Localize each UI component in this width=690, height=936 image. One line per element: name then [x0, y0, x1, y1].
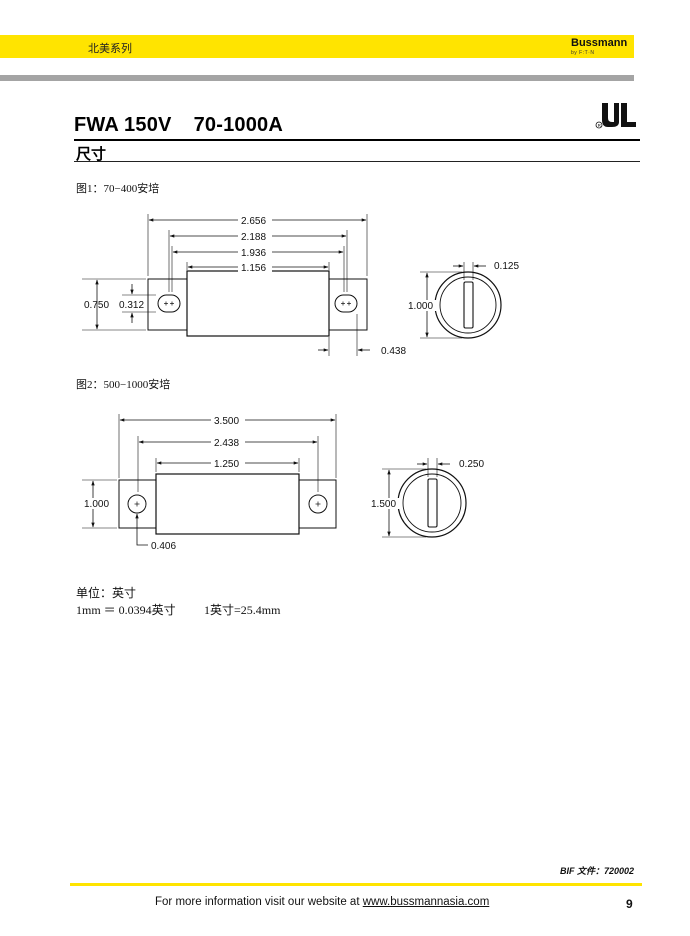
fig2-end-slot — [427, 478, 438, 528]
fig1-dim-2656: 2.656 — [241, 216, 266, 227]
title-rule — [74, 139, 640, 141]
fig2-fuse-body — [155, 473, 300, 535]
fig2-dim-3500: 3.500 — [214, 416, 239, 427]
fig2-left-hole — [127, 494, 147, 514]
svg-text:R: R — [598, 123, 602, 128]
fig2-dim-1500: 1.500 — [371, 499, 396, 510]
fig2-left-tab — [118, 479, 157, 529]
figure2-drawing — [82, 414, 467, 546]
series-label: 北美系列 — [88, 43, 132, 55]
fig1-dim-1000: 1.000 — [408, 301, 433, 312]
fig1-end-slot — [463, 281, 474, 329]
website-link[interactable]: www.bussmannasia.com — [362, 896, 490, 908]
fig2-dim-0250: 0.250 — [459, 459, 484, 470]
fig2-dim-0406: 0.406 — [151, 541, 176, 552]
figure2-caption: 图2：500−1000安培 — [76, 379, 171, 391]
bif-document-label: BIF 文件：720002 — [560, 866, 635, 876]
footer-prefix: For more information visit our website a… — [155, 896, 363, 908]
section-title: 尺寸 — [76, 145, 107, 163]
footer-text: For more information visit our website a… — [155, 896, 489, 908]
footer-rule — [70, 883, 642, 886]
fig1-dim-0312: 0.312 — [119, 300, 144, 311]
product-title: FWA 150V 70-1000A — [74, 114, 283, 137]
fig2-right-hole — [308, 494, 328, 514]
brand-logo: Bussmann — [571, 37, 628, 49]
units-title: 单位：英寸 — [76, 586, 137, 600]
fig1-dim-2188: 2.188 — [241, 232, 266, 243]
fig2-dim-1250: 1.250 — [214, 459, 239, 470]
fig1-dim-0750: 0.750 — [84, 300, 109, 311]
fig1-right-slot — [334, 294, 358, 313]
fig2-dim-1000: 1.000 — [84, 499, 109, 510]
figure1-caption: 图1：70−400安培 — [76, 183, 160, 195]
figure1-drawing — [82, 214, 502, 356]
fig2-dim-2438: 2.438 — [214, 438, 239, 449]
fig1-dim-0125: 0.125 — [494, 261, 519, 272]
fig1-left-tab — [147, 278, 188, 331]
header-gray-rule — [0, 75, 634, 81]
product-rating: 70-1000A — [193, 114, 284, 136]
fig1-fuse-body — [186, 270, 330, 337]
header-bar — [0, 35, 634, 58]
brand-sub-logo: by F:T·N — [571, 50, 595, 56]
fig1-left-slot — [157, 294, 181, 313]
fig1-dim-0438: 0.438 — [381, 346, 406, 357]
fig1-dim-1936: 1.936 — [241, 248, 266, 259]
fig1-dim-1156: 1.156 — [241, 263, 266, 274]
fig2-right-tab — [298, 479, 337, 529]
section-rule — [74, 161, 640, 162]
page-number: 9 — [626, 897, 633, 911]
conversion-mm: 1mm ＝ 0.0394英寸 — [76, 603, 176, 617]
conversion-inch: 1英寸=25.4mm — [204, 603, 281, 617]
product-model: FWA 150V — [74, 114, 172, 136]
fig1-right-tab — [328, 278, 368, 331]
